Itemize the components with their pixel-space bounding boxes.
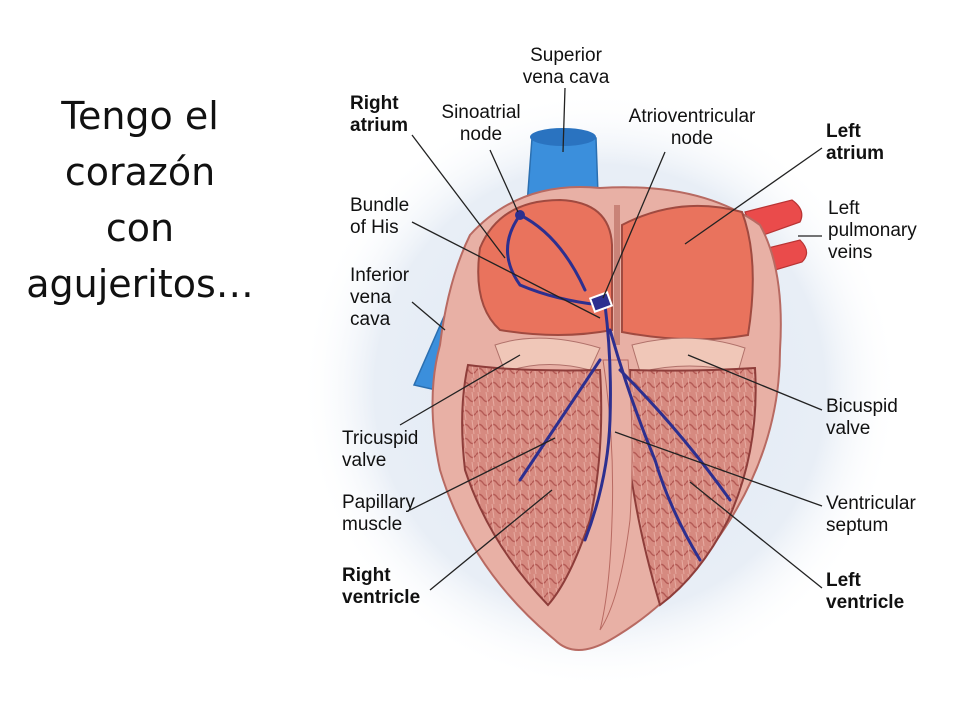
conduction-system: [506, 213, 732, 562]
label-sinoatrial-node: Sinoatrial node: [441, 102, 521, 145]
sinoatrial-node-marker: [515, 210, 525, 220]
title-line-4: agujeritos…: [26, 262, 254, 306]
label-atrioventricular-node: Atrioventricular node: [628, 106, 756, 149]
label-superior-vena-cava: Superior vena cava: [522, 45, 610, 88]
label-bicuspid-valve: Bicuspid valve: [826, 396, 898, 439]
right-ventricle-cavity: [461, 363, 603, 607]
label-left-ventricle: Left ventricle: [826, 570, 905, 613]
left-atrium-chamber: [621, 204, 754, 341]
left-ventricle-cavity: [626, 366, 757, 607]
label-left-pulmonary-veins: Left pulmonary veins: [828, 198, 917, 263]
label-right-atrium: Right atrium: [350, 93, 409, 136]
label-right-ventricle: Right ventricle: [342, 565, 421, 608]
label-left-atrium: Left atrium: [826, 121, 885, 164]
title-line-1: Tengo el: [61, 94, 219, 138]
label-papillary-muscle: Papillary muscle: [342, 492, 415, 535]
slide-title: Tengo el corazón con agujeritos…: [10, 88, 270, 312]
right-atrium-chamber: [477, 198, 613, 336]
label-inferior-vena-cava: Inferior vena cava: [350, 265, 410, 330]
label-ventricular-septum: Ventricular septum: [826, 493, 916, 536]
label-bundle-of-his: Bundle of His: [350, 195, 410, 238]
title-line-2: corazón: [64, 150, 216, 194]
atrioventricular-node-marker: [588, 291, 614, 313]
ventricular-septum-wall: [599, 359, 633, 631]
leader-lines: [399, 87, 823, 591]
title-line-3: con: [105, 206, 175, 250]
label-tricuspid-valve: Tricuspid valve: [342, 428, 419, 471]
tricuspid-valve-shape: [494, 337, 601, 373]
